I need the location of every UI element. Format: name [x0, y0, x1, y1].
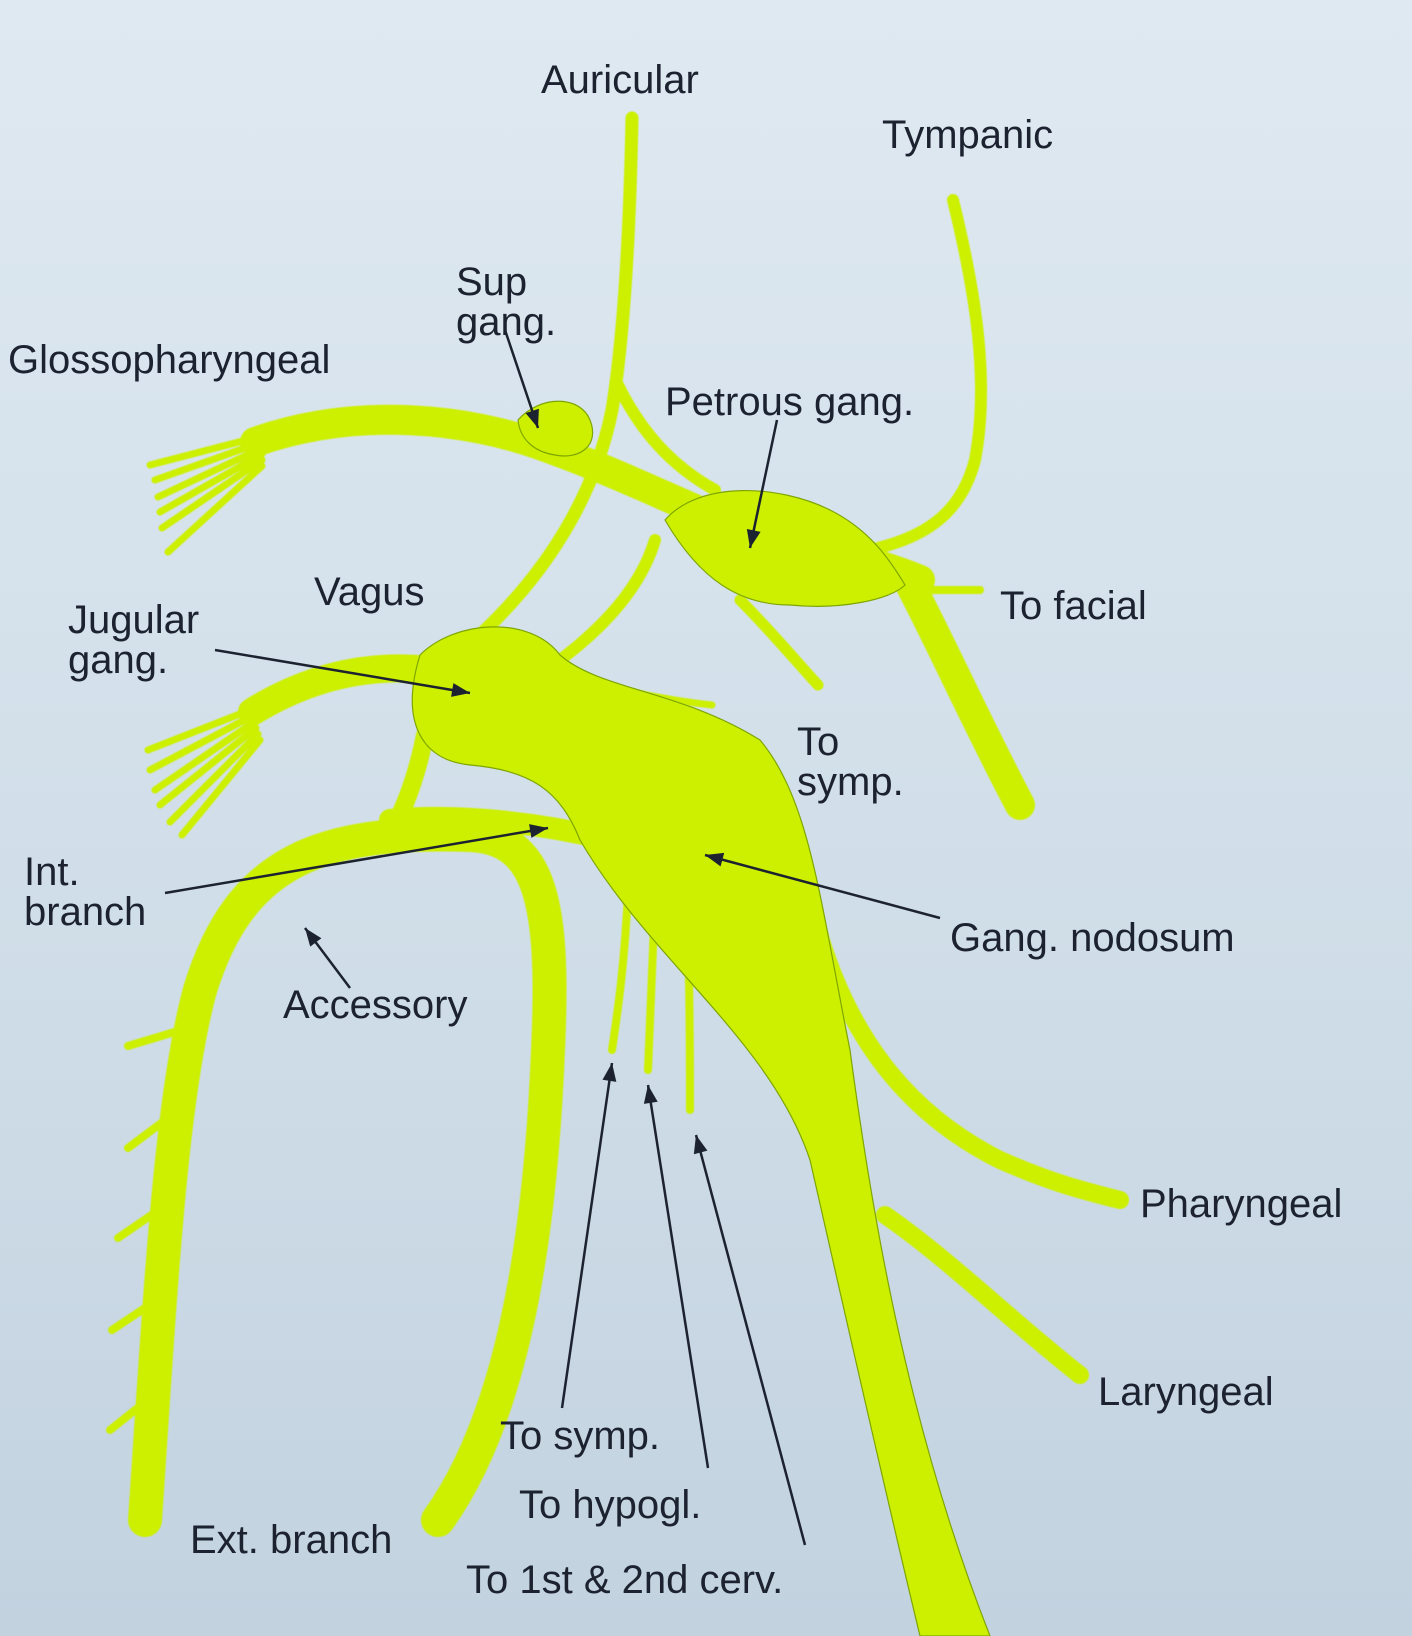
label-to-symp-lower: To symp.: [500, 1414, 661, 1458]
pointer-gang-nodosum-arrowhead: [705, 852, 725, 867]
pointer-to-cerv-arrowhead: [693, 1135, 708, 1155]
glossopharyngeal-rootlet: [146, 432, 266, 469]
vagus-glosso-link: [554, 534, 661, 666]
label-jugular-gang-line1: Jugular: [68, 598, 200, 642]
label-to-symp-upper: To symp.: [797, 722, 957, 802]
label-sup-gang-line1: Sup: [456, 260, 528, 304]
vagus-rootlet: [144, 706, 254, 754]
label-pharyngeal: Pharyngeal: [1140, 1182, 1343, 1226]
pointer-accessory-arrowhead: [305, 928, 322, 947]
laryngeal-branch: [876, 1206, 1089, 1384]
label-to-hypogl: To hypogl.: [519, 1483, 702, 1527]
label-accessory: Accessory: [283, 983, 468, 1027]
vagus-rootlet: [178, 736, 264, 839]
glossopharyngeal-rootlet: [156, 450, 266, 516]
auricular-petrous-branch: [612, 379, 721, 496]
pointer-int-branch: [164, 826, 549, 895]
accessory-twig: [108, 1294, 164, 1334]
accessory-twig: [124, 1111, 176, 1152]
accessory-trunk: [128, 817, 567, 1537]
label-laryngeal: Laryngeal: [1098, 1370, 1274, 1414]
branch-to-symp-lower: [608, 886, 632, 1054]
pointer-sup-gang-arrowhead: [525, 408, 539, 428]
to-symp-upper-branch: [734, 594, 824, 691]
label-ext-branch: Ext. branch: [190, 1518, 393, 1562]
vagus-rootlet: [156, 724, 260, 809]
label-glossopharyngeal: Glossopharyngeal: [8, 338, 331, 382]
glossopharyngeal-rootlet: [158, 456, 266, 532]
label-to-cerv: To 1st & 2nd cerv.: [466, 1558, 784, 1602]
label-tympanic: Tympanic: [882, 113, 1054, 157]
glossopharyngeal-descending: [890, 560, 1035, 820]
label-sup-gang: Sup gang.: [456, 262, 596, 342]
vagus-rootlet: [151, 718, 258, 794]
label-to-symp-upper-line2: symp.: [797, 760, 904, 804]
accessory-twig: [106, 1391, 158, 1434]
vagus-accessory-link: [386, 726, 434, 834]
label-int-branch-line2: branch: [24, 890, 147, 934]
vagus-rootlet: [146, 712, 256, 774]
label-int-branch-line1: Int.: [24, 850, 80, 894]
auricular-nerve: [473, 111, 639, 642]
petrous-ganglion: [664, 490, 906, 607]
accessory-twig: [114, 1201, 170, 1242]
glossopharyngeal-rootlet: [164, 462, 266, 556]
pointer-gang-nodosum: [704, 853, 941, 920]
pharyngeal-branch: [806, 911, 1129, 1209]
label-jugular-gang-line2: gang.: [68, 638, 169, 682]
label-jugular-gang: Jugular gang.: [68, 600, 268, 680]
pointer-petrous-gang: [748, 419, 779, 549]
glossopharyngeal-rootlet: [151, 438, 266, 484]
label-gang-nodosum: Gang. nodosum: [950, 916, 1235, 960]
vagus-main-trunk: [411, 626, 991, 1636]
pointer-petrous-gang-arrowhead: [746, 528, 761, 548]
label-to-facial: To facial: [1000, 584, 1147, 628]
label-vagus: Vagus: [314, 570, 425, 614]
tympanic-nerve: [872, 194, 988, 554]
vagus-rootlet: [166, 730, 262, 826]
pointer-to-symp-lower: [560, 1062, 614, 1409]
pointer-to-cerv: [694, 1134, 807, 1546]
pointer-jugular-gang: [214, 648, 471, 695]
label-sup-gang-line2: gang.: [456, 300, 557, 344]
pointer-to-hypogl: [646, 1084, 710, 1469]
glossopharyngeal-rootlet: [154, 444, 266, 501]
label-petrous-gang: Petrous gang.: [665, 380, 915, 424]
pointer-jugular-gang-arrowhead: [451, 683, 470, 697]
pointer-to-symp-lower-arrowhead: [602, 1063, 617, 1082]
label-to-symp-upper-line1: To: [797, 720, 840, 764]
pointer-to-hypogl-arrowhead: [643, 1085, 658, 1104]
label-auricular: Auricular: [541, 58, 699, 102]
label-int-branch: Int. branch: [24, 852, 224, 932]
accessory-twig: [124, 1024, 192, 1050]
pointer-int-branch-arrowhead: [529, 824, 548, 838]
